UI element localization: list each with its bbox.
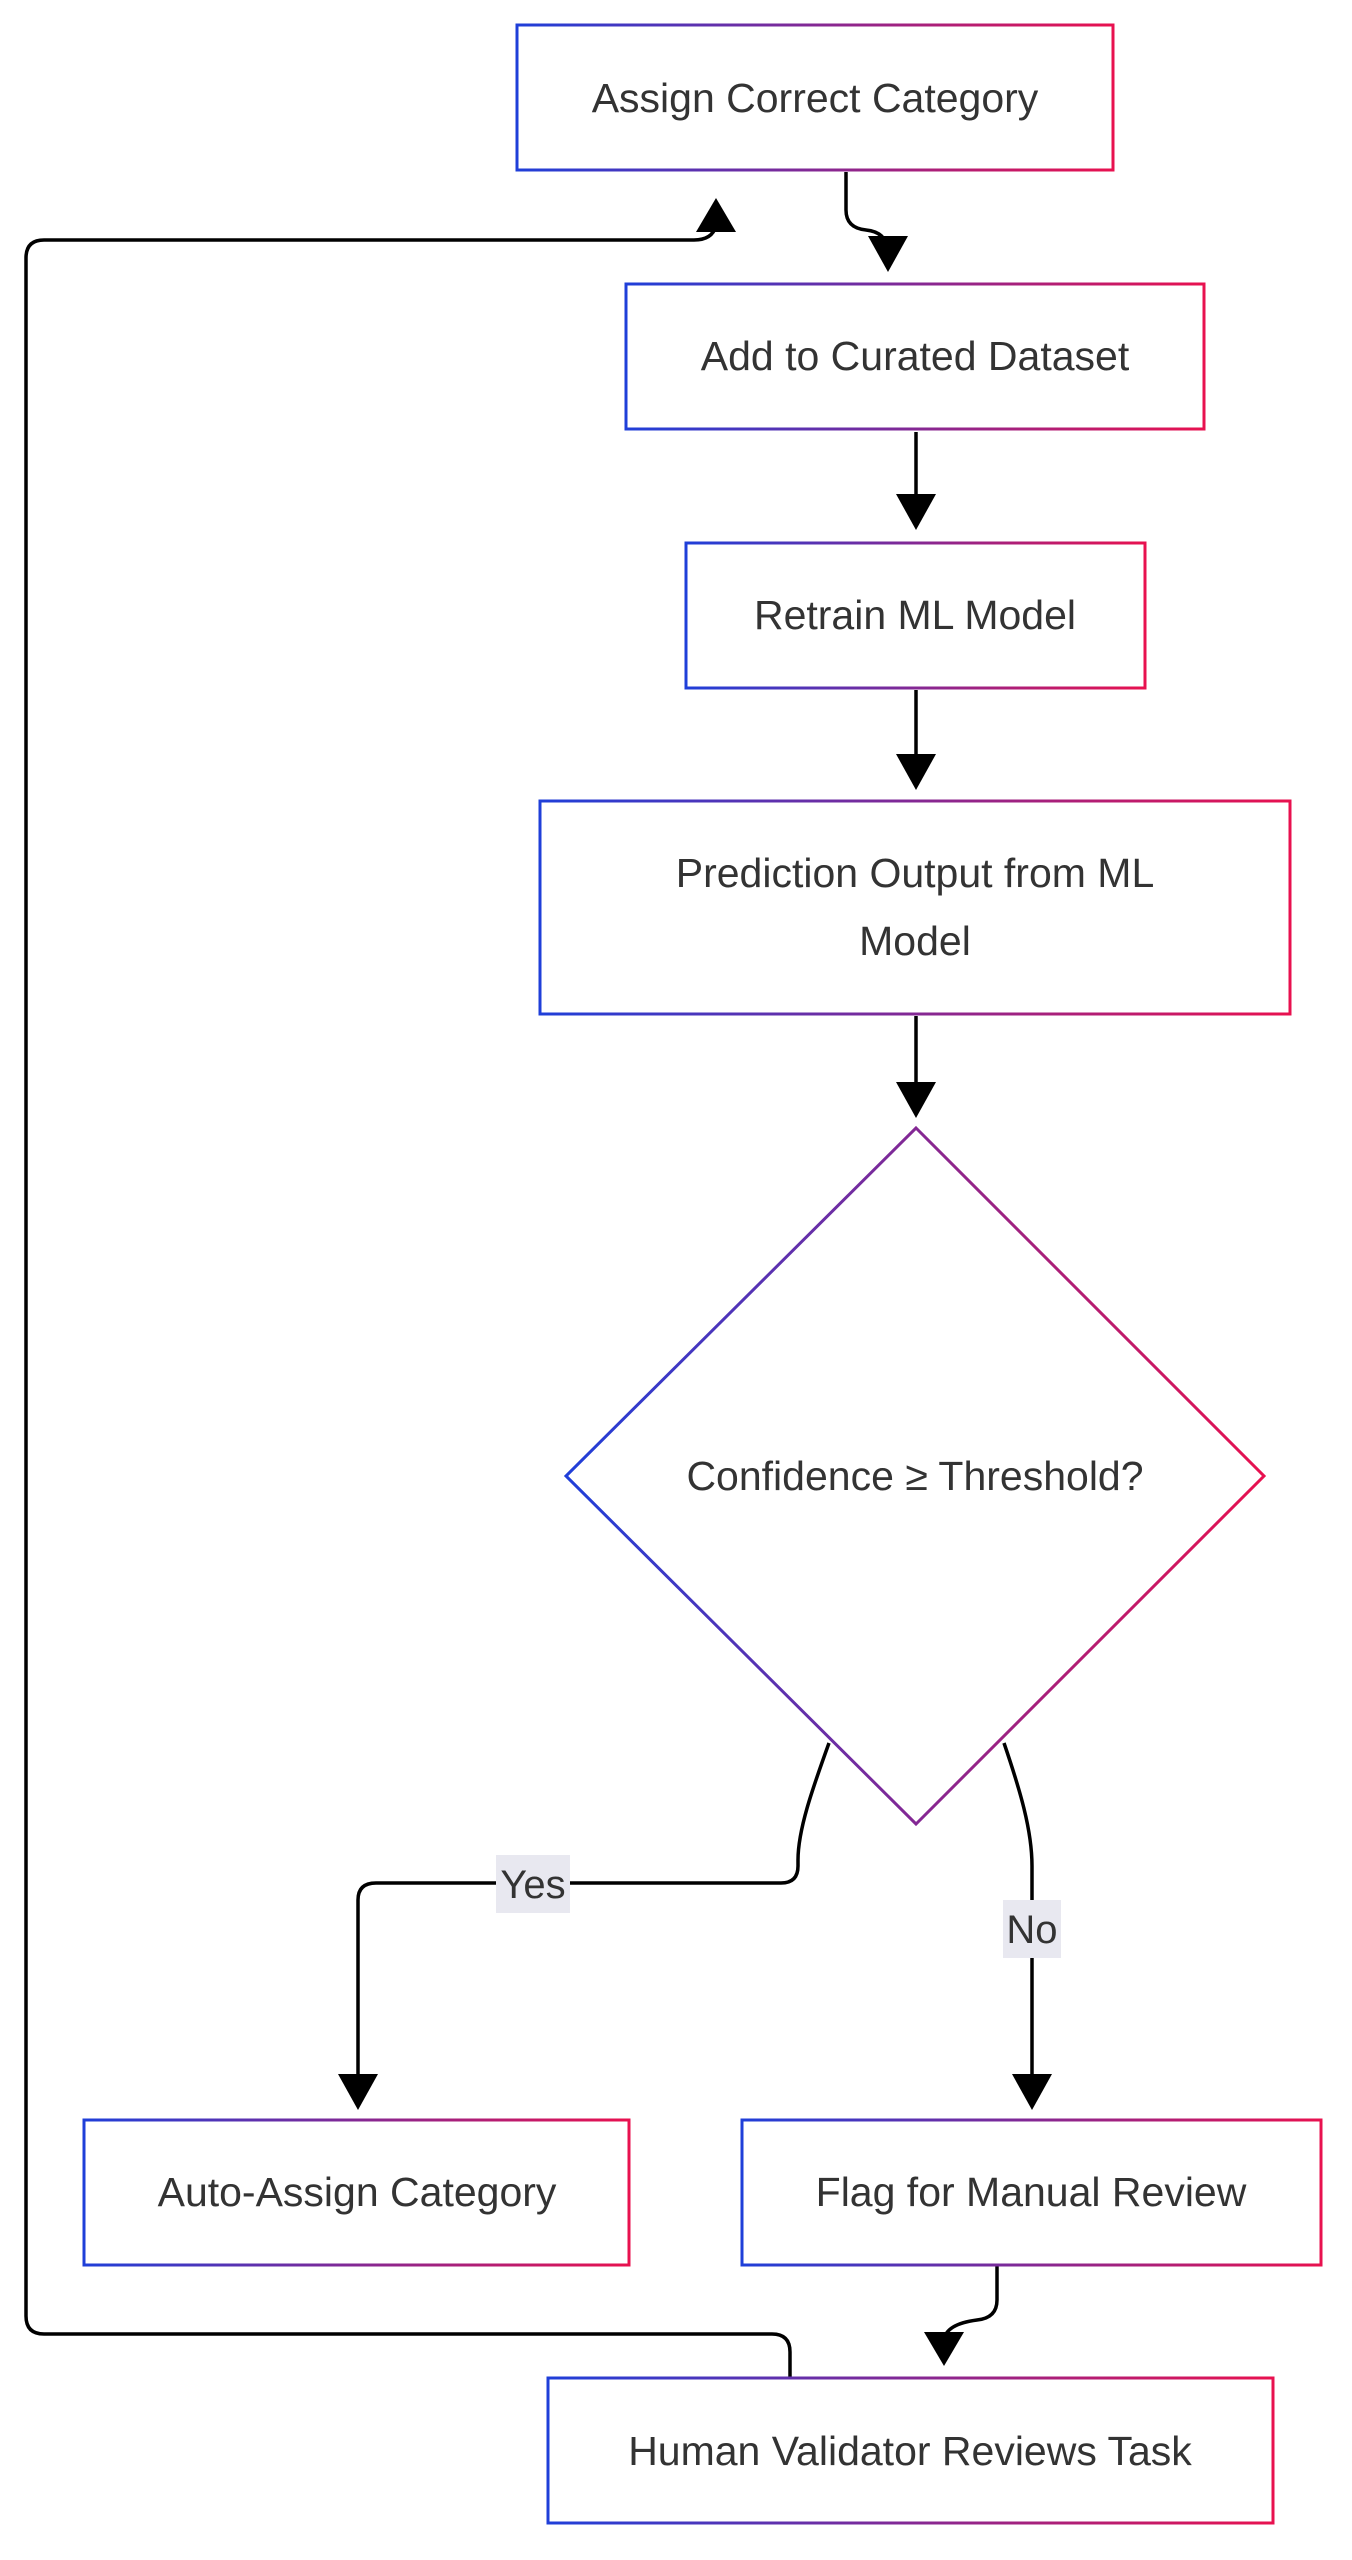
edge-human-validator-to-assign xyxy=(24,225,792,2390)
node-confidence-decision-label: Confidence ≥ Threshold? xyxy=(686,1453,1143,1499)
node-assign-correct-category: Assign Correct Category xyxy=(515,23,1115,172)
node-auto-assign-category: Auto-Assign Category xyxy=(82,2118,631,2267)
edge-label-yes-background xyxy=(496,1855,570,1913)
arrowhead-assign-correct-category xyxy=(696,198,736,232)
edge-label-yes-text: Yes xyxy=(500,1863,565,1907)
node-prediction-output-label-line2: Model xyxy=(859,918,971,964)
node-add-to-curated-dataset: Add to Curated Dataset xyxy=(624,282,1206,431)
edge-label-yes: Yes xyxy=(496,1855,570,1913)
edge-decision-to-flag xyxy=(1002,1742,1034,2082)
node-prediction-output-label-line1: Prediction Output from ML xyxy=(676,850,1155,896)
arrowhead-prediction xyxy=(896,754,936,790)
node-assign-correct-category-label: Assign Correct Category xyxy=(592,75,1039,121)
arrowhead-decision xyxy=(896,1082,936,1118)
edge-label-no: No xyxy=(1003,1900,1061,1958)
edge-label-no-text: No xyxy=(1006,1908,1057,1952)
node-retrain-ml-model: Retrain ML Model xyxy=(684,541,1147,690)
arrowhead-flag xyxy=(1012,2074,1052,2110)
node-flag-for-manual-review-label: Flag for Manual Review xyxy=(816,2169,1247,2215)
edge-decision-to-auto-assign xyxy=(356,1742,831,2082)
edge-label-no-background xyxy=(1003,1900,1061,1958)
arrowhead-auto-assign xyxy=(338,2074,378,2110)
node-human-validator-reviews-label: Human Validator Reviews Task xyxy=(628,2428,1192,2474)
node-confidence-decision: Confidence ≥ Threshold? xyxy=(563,1125,1267,1827)
node-flag-for-manual-review: Flag for Manual Review xyxy=(740,2118,1323,2267)
node-add-to-curated-dataset-label: Add to Curated Dataset xyxy=(701,333,1130,379)
node-human-validator-reviews: Human Validator Reviews Task xyxy=(546,2376,1275,2525)
arrowhead-human-validator xyxy=(924,2332,964,2366)
arrowhead-add-to-dataset xyxy=(868,236,908,272)
node-prediction-output: Prediction Output from ML Model xyxy=(538,799,1292,1016)
arrowhead-retrain xyxy=(896,494,936,530)
edges-group xyxy=(24,172,1052,2390)
node-auto-assign-category-label: Auto-Assign Category xyxy=(158,2169,557,2215)
node-retrain-ml-model-label: Retrain ML Model xyxy=(754,592,1076,638)
